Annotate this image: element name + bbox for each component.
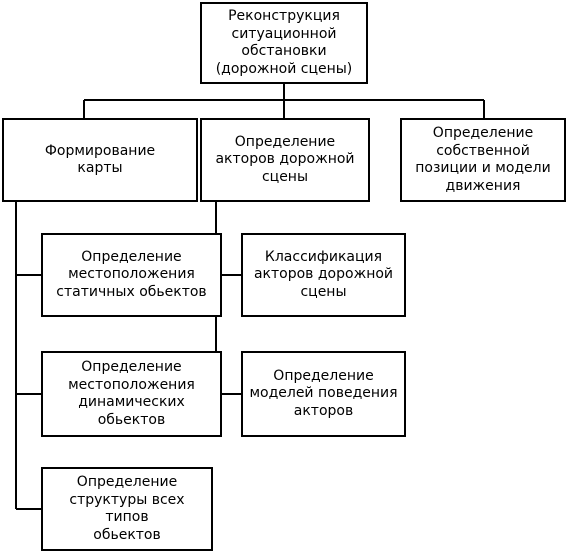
node-label: Определение моделей поведения акторов (249, 367, 398, 419)
node-actor-detection: Определение акторов дорожной сцены (200, 118, 370, 202)
node-actor-behavior-models: Определение моделей поведения акторов (241, 351, 406, 437)
node-actor-classification: Классификация акторов дорожной сцены (241, 233, 406, 317)
node-label: Классификация акторов дорожной сцены (253, 248, 394, 300)
node-static-objects-location: Определение местоположения статичных обь… (41, 233, 222, 317)
node-map-forming: Формирование карты (2, 118, 198, 202)
node-label: Определение местоположения динамических … (68, 359, 195, 428)
node-scene-reconstruction: Реконструкция ситуационной обстановки (д… (200, 2, 368, 84)
node-label: Формирование карты (44, 142, 156, 177)
node-label: Определение собственной позиции и модели… (415, 125, 551, 194)
node-dynamic-objects-location: Определение местоположения динамических … (41, 351, 222, 437)
node-object-structure: Определение структуры всех типов обьекто… (41, 467, 213, 551)
node-label: Реконструкция ситуационной обстановки (д… (215, 8, 353, 77)
node-label: Определение структуры всех типов обьекто… (69, 474, 185, 543)
node-label: Определение акторов дорожной сцены (215, 133, 355, 185)
node-ego-position-motion: Определение собственной позиции и модели… (400, 118, 566, 202)
node-label: Определение местоположения статичных обь… (56, 248, 207, 300)
